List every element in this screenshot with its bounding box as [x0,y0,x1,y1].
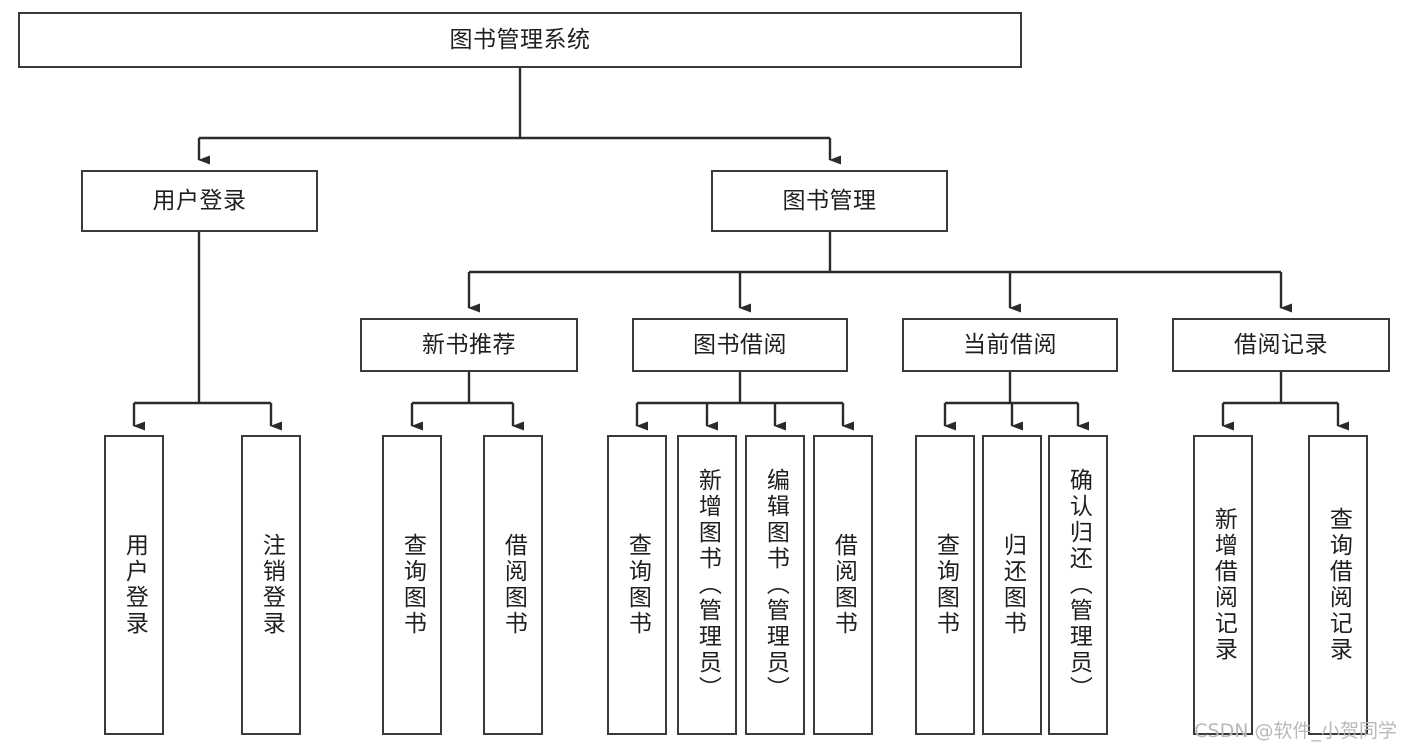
node-book-management[interactable]: 图书管理 [711,170,948,232]
node-label: 借阅记录 [1234,331,1328,358]
node-label: 查询图书 [624,533,651,637]
node-leaf-query-book-current[interactable]: 查询图书 [915,435,975,735]
node-label: 新增图书（管理员） [694,468,721,702]
node-borrowing-record[interactable]: 借阅记录 [1172,318,1390,372]
node-leaf-user-login[interactable]: 用户登录 [104,435,164,735]
node-label: 查询图书 [932,533,959,637]
node-leaf-user-logout[interactable]: 注销登录 [241,435,301,735]
node-label: 借阅图书 [830,533,857,637]
node-current-borrowing[interactable]: 当前借阅 [902,318,1118,372]
node-label: 注销登录 [258,533,285,637]
node-label: 归还图书 [999,533,1026,637]
node-label: 新书推荐 [422,331,516,358]
node-label: 图书管理系统 [449,26,591,53]
node-leaf-return-book[interactable]: 归还图书 [982,435,1042,735]
node-label: 用户登录 [152,187,247,214]
node-label: 用户登录 [121,533,148,637]
node-label: 图书管理 [782,187,877,214]
node-user-login[interactable]: 用户登录 [81,170,318,232]
node-leaf-query-book-new[interactable]: 查询图书 [382,435,442,735]
node-root-book-management-system[interactable]: 图书管理系统 [18,12,1022,68]
node-book-borrowing[interactable]: 图书借阅 [632,318,848,372]
node-leaf-query-borrow-record[interactable]: 查询借阅记录 [1308,435,1368,735]
node-label: 编辑图书（管理员） [762,468,789,702]
node-leaf-borrow-book-borrow[interactable]: 借阅图书 [813,435,873,735]
node-leaf-add-book-admin[interactable]: 新增图书（管理员） [677,435,737,735]
node-label: 借阅图书 [500,533,527,637]
node-leaf-query-book-borrow[interactable]: 查询图书 [607,435,667,735]
node-label: 新增借阅记录 [1210,507,1237,663]
node-label: 查询图书 [399,533,426,637]
node-leaf-confirm-return-admin[interactable]: 确认归还（管理员） [1048,435,1108,735]
node-leaf-borrow-book-new[interactable]: 借阅图书 [483,435,543,735]
node-new-book-recommendation[interactable]: 新书推荐 [360,318,578,372]
node-label: 当前借阅 [963,331,1057,358]
node-label: 图书借阅 [693,331,787,358]
csdn-watermark: CSDN @软件_小贺同学 [1194,720,1397,742]
node-label: 确认归还（管理员） [1065,468,1092,702]
node-leaf-add-borrow-record[interactable]: 新增借阅记录 [1193,435,1253,735]
node-leaf-edit-book-admin[interactable]: 编辑图书（管理员） [745,435,805,735]
node-label: 查询借阅记录 [1325,507,1352,663]
